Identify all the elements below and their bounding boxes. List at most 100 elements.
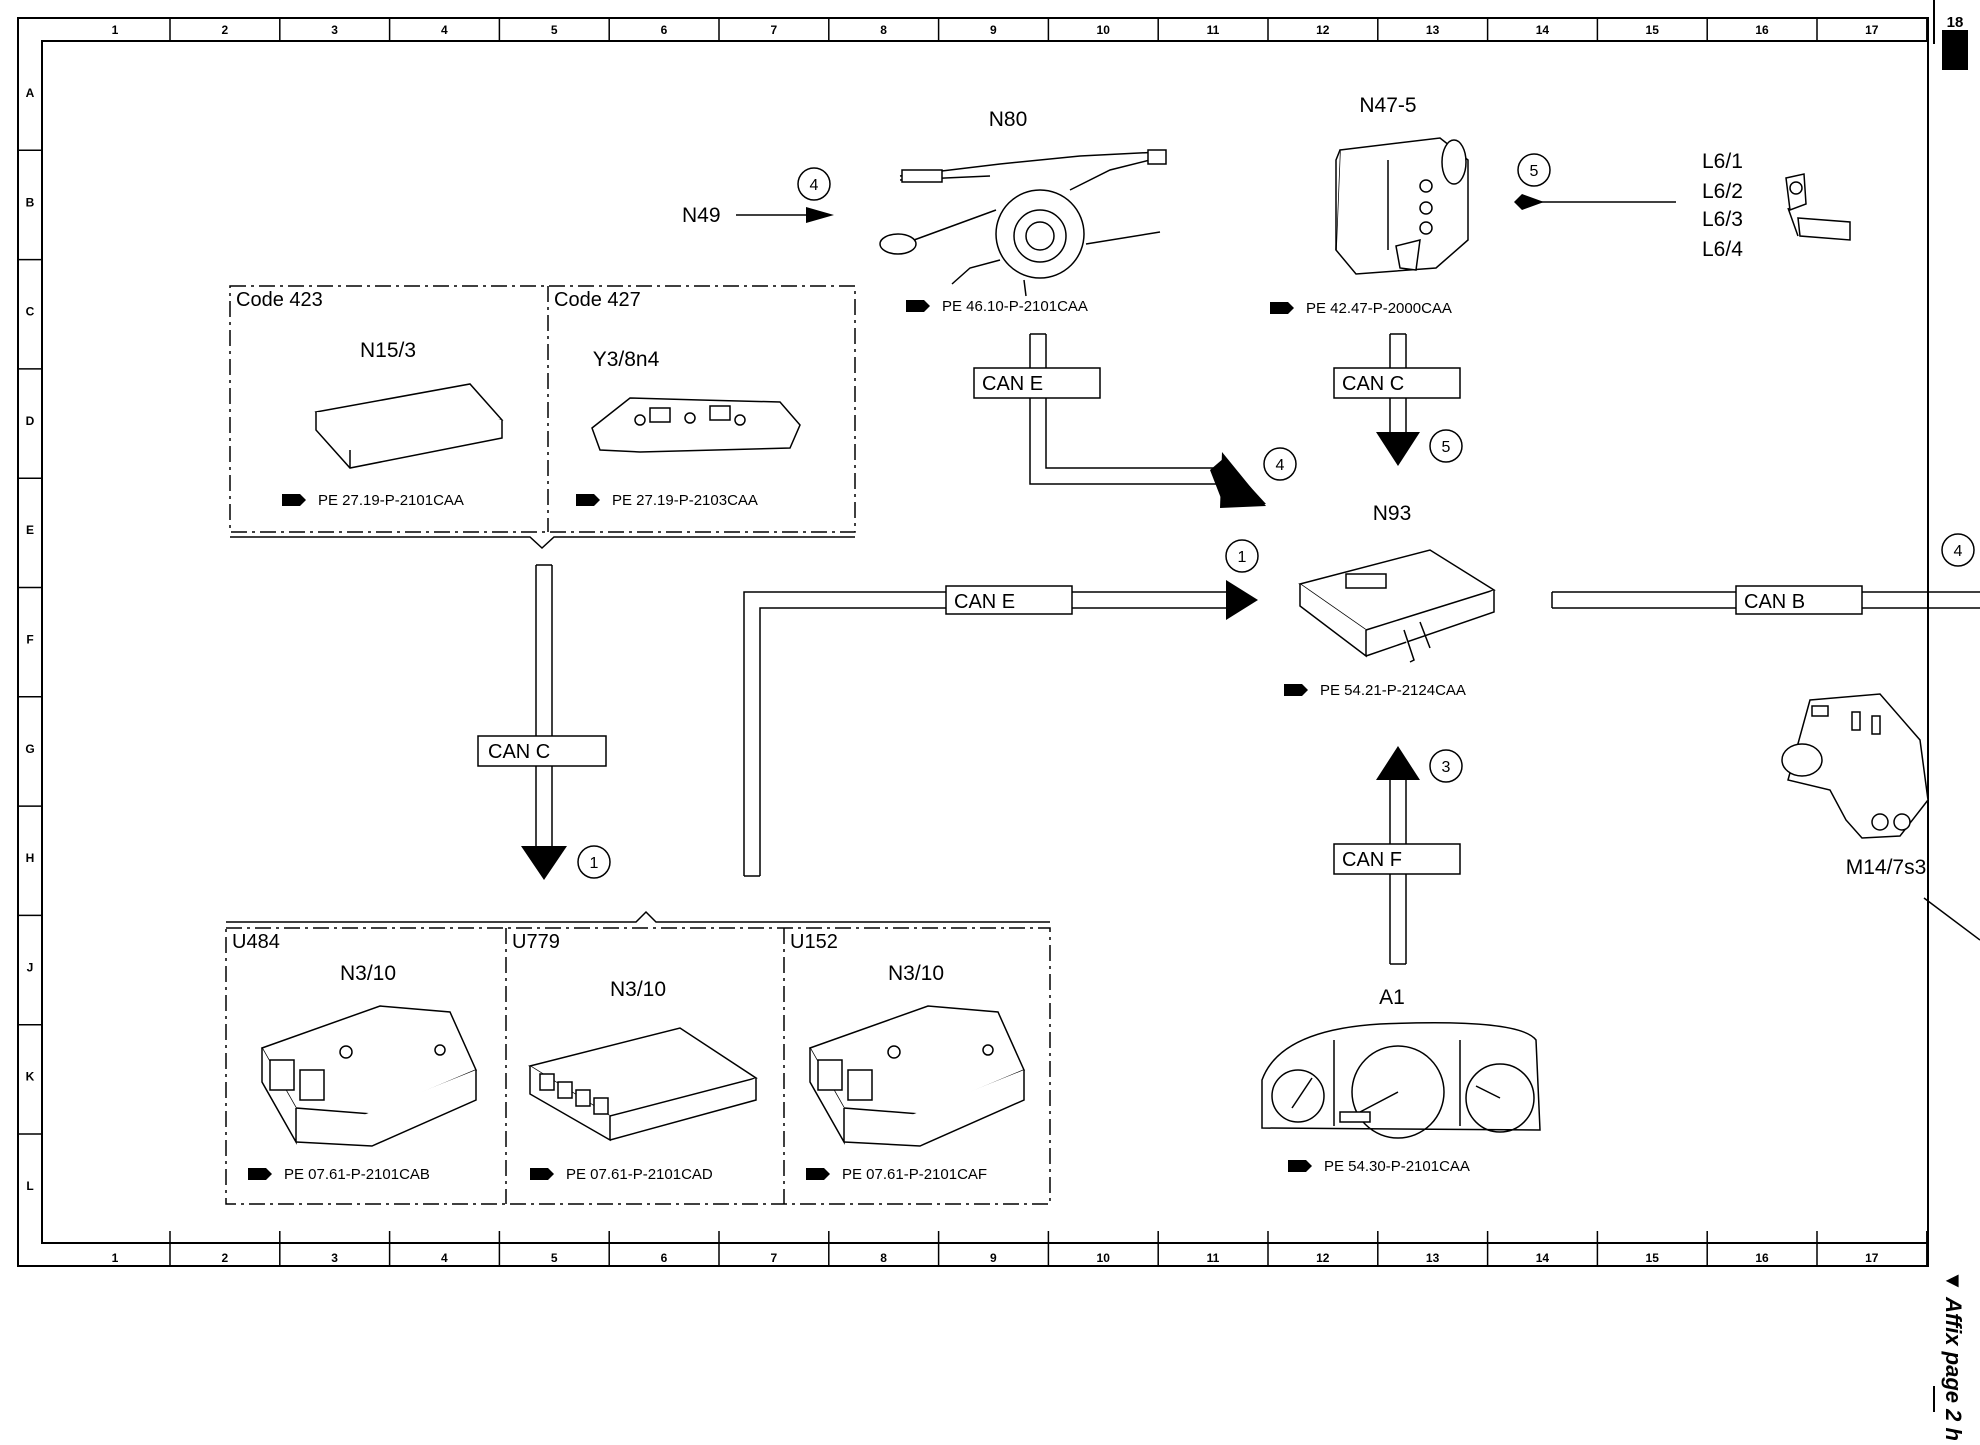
ref-arrow-icon (1270, 302, 1294, 314)
column-number: 8 (880, 23, 887, 37)
can-c-top-bus (1333, 333, 1461, 434)
bottom-group-brace (226, 910, 1050, 923)
sheet-frame (17, 17, 1929, 1267)
column-number: 10 (1097, 23, 1111, 37)
transmission-control-module-image (314, 383, 504, 469)
steering-column-module-image (879, 149, 1167, 297)
n49-marker: 4 (810, 177, 819, 194)
connector-marker (1429, 429, 1463, 463)
column-number: 2 (221, 23, 228, 37)
column-number: 17 (1865, 1251, 1879, 1265)
can-f-arrow (1376, 746, 1420, 780)
l6-marker: 5 (1530, 163, 1539, 180)
column-number: 16 (1755, 23, 1769, 37)
wheel-speed-sensor-image (1785, 173, 1851, 241)
l6-arrow (1514, 194, 1544, 210)
u779-n3-10-label: N3/10 (610, 978, 666, 1001)
column-number: 8 (880, 1251, 887, 1265)
column-number: 14 (1536, 23, 1550, 37)
row-letter: D (26, 414, 35, 428)
n47-5-label: N47-5 (1359, 94, 1416, 117)
column-number: 11 (1207, 23, 1220, 37)
u779-ref: PE 07.61-P-2101CAD (566, 1166, 713, 1183)
row-letter: F (26, 633, 33, 647)
u779-label: U779 (512, 931, 560, 953)
n93-ref: PE 54.21-P-2124CAA (1320, 682, 1466, 699)
row-letter: J (27, 960, 34, 974)
row-letter: E (26, 523, 34, 537)
n80-label: N80 (989, 108, 1028, 131)
ref-arrow-icon (806, 1168, 830, 1180)
can-e-top-label: CAN E (982, 373, 1043, 395)
m14-7s3-label: M14/7s3 (1846, 856, 1927, 879)
ref-arrow-icon (530, 1168, 554, 1180)
ref-arrow-icon (1288, 1160, 1312, 1172)
l6-2-label: L6/2 (1702, 180, 1743, 203)
ref-arrow-icon (282, 494, 306, 506)
can-c-top-marker: 5 (1442, 439, 1451, 456)
u484-ref: PE 07.61-P-2101CAB (284, 1166, 430, 1183)
n93-left-marker: 1 (1238, 549, 1247, 566)
column-number: 1 (112, 1251, 119, 1265)
n80-ref: PE 46.10-P-2101CAA (942, 298, 1088, 315)
column-number: 13 (1426, 23, 1440, 37)
code-option-group-box (229, 285, 856, 533)
can-c-left-label: CAN C (488, 741, 550, 763)
can-b-marker: 4 (1954, 543, 1963, 560)
column-ruler: 1122334455667788991010111112121313141415… (112, 18, 1928, 1266)
connector-marker (1517, 153, 1551, 187)
page-tab-number: 18 (1947, 14, 1964, 31)
n15-3-ref: PE 27.19-P-2101CAA (318, 492, 464, 509)
m14-leader-line (1923, 897, 1980, 941)
ref-arrow-icon (576, 494, 600, 506)
column-number: 5 (551, 23, 558, 37)
a1-ref: PE 54.30-P-2101CAA (1324, 1158, 1470, 1175)
can-f-bus (1333, 778, 1461, 965)
column-number: 6 (661, 23, 668, 37)
l6-4-label: L6/4 (1702, 238, 1743, 261)
column-number: 15 (1646, 1251, 1660, 1265)
can-f-marker: 3 (1442, 759, 1451, 776)
engine-ecu-image-2 (528, 1027, 758, 1142)
can-e-mid-label: CAN E (954, 591, 1015, 613)
code-427-label: Code 427 (554, 289, 641, 311)
connector-marker (1263, 447, 1297, 481)
connector-marker (797, 167, 831, 201)
y3-8n4-label: Y3/8n4 (593, 348, 660, 371)
column-number: 4 (441, 23, 448, 37)
ref-arrow-icon (1284, 684, 1308, 696)
u152-n3-10-label: N3/10 (888, 962, 944, 985)
column-number: 6 (661, 1251, 668, 1265)
central-gateway-image (1298, 549, 1496, 663)
connector-marker (1225, 539, 1259, 573)
engine-ecu-image-3 (808, 1005, 1025, 1147)
row-letter: H (26, 851, 35, 865)
column-number: 14 (1536, 1251, 1550, 1265)
column-number: 13 (1426, 1251, 1440, 1265)
page-corner-tab (1942, 30, 1968, 70)
can-b-bus (1551, 585, 1980, 615)
can-e-mid-arrow (1226, 580, 1258, 620)
n15-3-label: N15/3 (360, 339, 416, 362)
column-number: 4 (441, 1251, 448, 1265)
column-number: 10 (1097, 1251, 1111, 1265)
u484-n3-10-label: N3/10 (340, 962, 396, 985)
can-f-label: CAN F (1342, 849, 1402, 871)
connector-marker (1941, 533, 1975, 567)
ref-arrow-icon (906, 300, 930, 312)
engine-ecu-image-1 (260, 1005, 477, 1147)
can-e-top-marker: 4 (1276, 457, 1285, 474)
row-letter: B (26, 195, 35, 209)
can-b-label: CAN B (1744, 591, 1805, 613)
column-number: 17 (1865, 23, 1879, 37)
l6-1-label: L6/1 (1702, 150, 1743, 173)
n49-arrow (806, 207, 834, 223)
column-number: 9 (990, 1251, 997, 1265)
n47-5-ref: PE 42.47-P-2000CAA (1306, 300, 1452, 317)
row-letter: L (26, 1179, 33, 1193)
u152-ref: PE 07.61-P-2101CAF (842, 1166, 987, 1183)
column-number: 2 (221, 1251, 228, 1265)
can-e-top-arrowhead (1220, 452, 1266, 508)
